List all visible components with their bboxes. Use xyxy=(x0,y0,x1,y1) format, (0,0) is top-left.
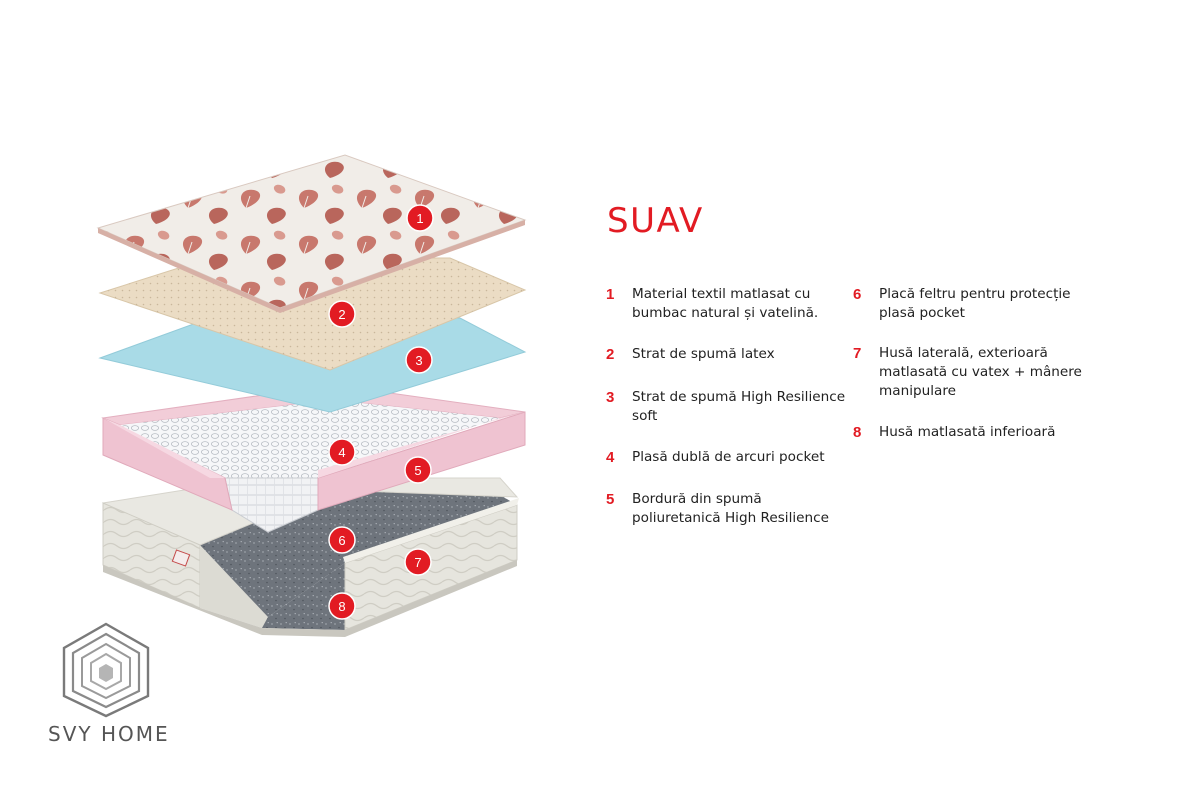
legend-number: 2 xyxy=(606,346,615,363)
marker-4: 4 xyxy=(328,438,356,466)
legend-item-2: 2 Strat de spumă latex xyxy=(606,345,846,388)
legend-text: Placă feltru pentru protecție plasă pock… xyxy=(879,286,1071,321)
legend-text: Material textil matlasat cu bumbac natur… xyxy=(632,286,819,321)
marker-8-label: 8 xyxy=(338,599,345,614)
marker-2: 2 xyxy=(328,300,356,328)
legend-item-7: 7 Husă laterală, exterioară matlasată cu… xyxy=(853,344,1083,423)
side-cover-left-front xyxy=(200,545,268,628)
legend-item-4: 4 Plasă dublă de arcuri pocket xyxy=(606,448,846,490)
marker-6: 6 xyxy=(328,526,356,554)
legend-item-6: 6 Placă feltru pentru protecție plasă po… xyxy=(853,285,1083,344)
felt-plate xyxy=(160,490,517,617)
marker-8: 8 xyxy=(328,592,356,620)
border-foam-left-top xyxy=(103,418,225,478)
marker-3-label: 3 xyxy=(415,353,422,368)
legend-text: Strat de spumă High Resilience soft xyxy=(632,389,846,424)
legend-number: 5 xyxy=(606,491,615,508)
marker-7-label: 7 xyxy=(414,555,421,570)
legend-item-1: 1 Material textil matlasat cu bumbac nat… xyxy=(606,285,846,345)
marker-5: 5 xyxy=(404,456,432,484)
top-fabric-layer xyxy=(96,154,527,313)
marker-3: 3 xyxy=(405,346,433,374)
marker-6-label: 6 xyxy=(338,533,345,548)
marker-5-label: 5 xyxy=(414,463,421,478)
legend-text: Bordură din spumă poliuretanică High Res… xyxy=(632,491,829,526)
legend-number: 6 xyxy=(853,286,862,303)
legend-number: 7 xyxy=(853,345,862,362)
legend-number: 8 xyxy=(853,424,862,441)
legend-number: 1 xyxy=(606,286,615,303)
marker-2-label: 2 xyxy=(338,307,345,322)
side-cover-top-rim xyxy=(343,498,519,563)
legend-text: Husă matlasată inferioară xyxy=(879,424,1056,440)
legend-column-left: 1 Material textil matlasat cu bumbac nat… xyxy=(606,285,846,528)
brand-name: SVY HOME xyxy=(48,722,170,746)
brand-logo-icon xyxy=(62,622,150,718)
latex-perforation-texture xyxy=(100,258,525,370)
legend-item-8: 8 Husă matlasată inferioară xyxy=(853,423,1083,442)
legend-text: Husă laterală, exterioară matlasată cu v… xyxy=(879,345,1082,399)
top-fabric-edge xyxy=(98,220,525,313)
spring-border-layer xyxy=(101,384,526,533)
legend-item-3: 3 Strat de spumă High Resilience soft xyxy=(606,388,846,448)
marker-4-label: 4 xyxy=(338,445,345,460)
legend-text: Plasă dublă de arcuri pocket xyxy=(632,449,825,465)
marker-1-label: 1 xyxy=(416,211,423,226)
side-label-patch xyxy=(171,549,191,567)
layer-markers: 1 2 3 4 5 6 7 xyxy=(328,204,434,620)
hr-foam-sheet xyxy=(98,317,527,413)
legend-text: Strat de spumă latex xyxy=(632,346,775,362)
legend-item-5: 5 Bordură din spumă poliuretanică High R… xyxy=(606,490,846,528)
legend-number: 3 xyxy=(606,389,615,406)
marker-7: 7 xyxy=(404,548,432,576)
marker-1: 1 xyxy=(406,204,434,232)
legend-number: 4 xyxy=(606,449,615,466)
legend-column-right: 6 Placă feltru pentru protecție plasă po… xyxy=(853,285,1083,442)
side-cover-bottom-edge xyxy=(103,560,517,637)
product-title: SUAV xyxy=(607,201,704,241)
pocket-springs-top xyxy=(120,400,500,478)
